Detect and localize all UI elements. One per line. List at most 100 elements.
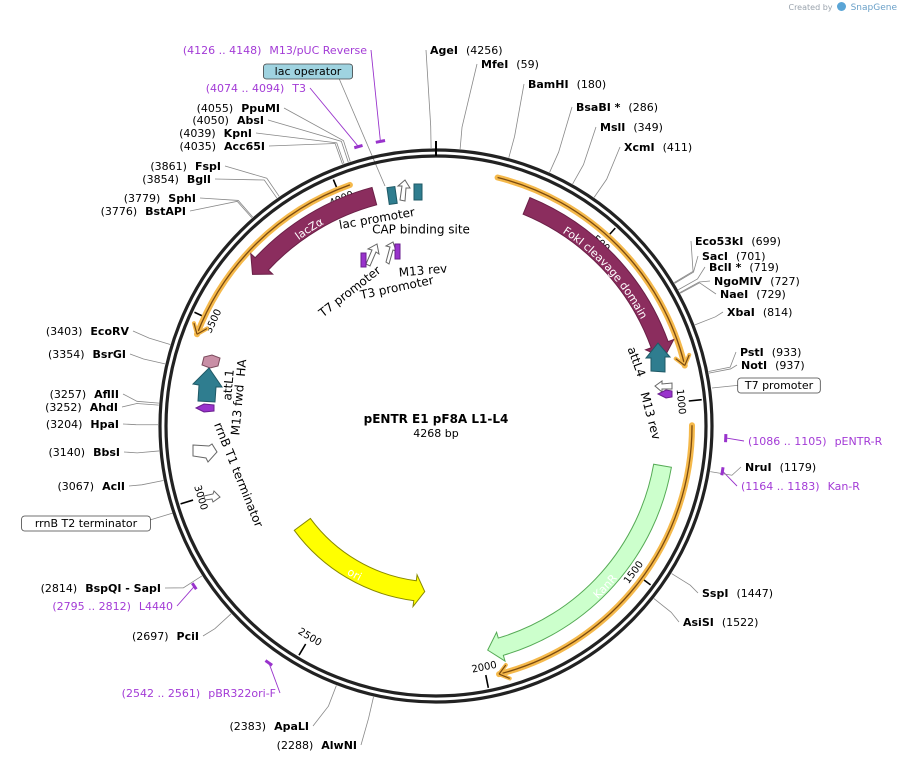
label-leader-lines — [121, 49, 745, 746]
enzyme-site-label: (3067)AclI — [58, 480, 125, 493]
lac-operator-mark — [386, 185, 398, 206]
enzyme-leader-line — [459, 63, 478, 150]
enzyme-position: (4039) — [179, 127, 216, 140]
enzyme-leader-line — [224, 165, 280, 197]
primer-label: (4126 .. 4148)M13/pUC Reverse — [183, 44, 367, 57]
enzyme-position: (729) — [756, 288, 786, 301]
enzyme-position: (3861) — [150, 160, 187, 173]
enzyme-site-label: (4055)PpuMI — [197, 102, 280, 115]
enzyme-leader-line — [268, 143, 343, 165]
enzyme-name: HpaI — [90, 418, 119, 431]
enzyme-position: (1522) — [722, 616, 759, 629]
enzyme-position: (2288) — [277, 739, 314, 752]
enzyme-position: (3854) — [142, 173, 179, 186]
enzyme-name: PciI — [177, 630, 199, 643]
enzyme-position: (937) — [775, 359, 805, 372]
enzyme-position: (411) — [663, 141, 693, 154]
plasmid-name: pENTR E1 pF8A L1-L4 — [364, 412, 509, 426]
primer-label: (4074 .. 4094) T3 — [206, 82, 306, 95]
enzyme-position: (180) — [577, 78, 607, 91]
enzyme-leader-line — [549, 106, 573, 173]
orange-highlight-core — [196, 184, 351, 335]
enzyme-leader-line — [708, 364, 738, 374]
enzyme-site-label: (3252)AhdI — [45, 401, 118, 414]
enzyme-name: ApaLI — [274, 720, 309, 733]
feature-label: CAP binding site — [372, 223, 470, 237]
feature-label: M13 fwd — [228, 384, 246, 436]
enzyme-position: (3257) — [50, 388, 87, 401]
feature-label: M13 rev — [398, 261, 448, 279]
primer-range: (4074 .. 4094) — [206, 82, 285, 95]
enzyme-site-label: BsaBI *(286) — [576, 101, 658, 114]
lac-promoter-arrow — [396, 179, 411, 202]
primer-name: Kan-R — [828, 480, 861, 493]
attl4-arrow — [644, 342, 672, 373]
enzyme-leader-line — [708, 351, 737, 372]
enzyme-site-label: Eco53kI(699) — [695, 235, 781, 248]
backbone-inner-ring — [164, 154, 708, 698]
primer-label: (1164 .. 1183)Kan-R — [741, 480, 860, 493]
enzyme-leader-line — [121, 403, 159, 408]
orange-arrowhead-core — [498, 664, 510, 680]
enzyme-leader-line — [312, 685, 337, 727]
enzyme-leader-line — [122, 423, 159, 426]
orange-highlight-core — [498, 425, 693, 675]
enzyme-site-label: (2288)AlwNI — [277, 739, 357, 752]
enzyme-site-label: (3204)HpaI — [46, 418, 119, 431]
enzyme-name: MfeI — [481, 58, 508, 71]
enzyme-position: (349) — [633, 121, 663, 134]
primer-label: (2795 .. 2812)L4440 — [52, 600, 173, 613]
enzyme-leader-line — [674, 255, 699, 284]
enzyme-position: (727) — [770, 275, 800, 288]
enzyme-name: EcoRV — [90, 325, 129, 338]
enzyme-position: (2814) — [41, 582, 78, 595]
enzyme-site-label: NruI (1179) — [745, 461, 816, 474]
enzyme-leader-line — [255, 132, 345, 164]
snapgene-logo-icon — [837, 2, 847, 11]
enzyme-name: Acc65I — [224, 140, 265, 153]
enzyme-name: AbsI — [237, 114, 264, 127]
primer-leader-line — [268, 662, 281, 694]
feature-label: HA — [234, 358, 250, 377]
enzyme-site-label: (4050)AbsI — [192, 114, 264, 127]
primer-leader-line — [725, 437, 745, 442]
enzyme-position: (1447) — [736, 587, 773, 600]
enzyme-leader-line — [572, 126, 597, 185]
enzyme-site-label: (4035)Acc65I — [179, 140, 265, 153]
enzyme-name: BspQI - SapI — [85, 582, 161, 595]
enzyme-site-label: (3257)AflII — [50, 388, 119, 401]
enzyme-position: (59) — [516, 58, 539, 71]
primer-label: (2542 .. 2561)pBR322ori-F — [122, 687, 276, 700]
enzyme-position: (1179) — [780, 461, 817, 474]
enzyme-site-label: AsiSI(1522) — [683, 616, 758, 629]
orange-highlight-arcs — [191, 174, 695, 681]
bp-tick — [688, 398, 702, 402]
enzyme-leader-line — [123, 450, 160, 454]
enzyme-site-label: (3779)SphI — [124, 192, 196, 205]
enzyme-name: AclI — [102, 480, 125, 493]
primer-name: T3 — [291, 82, 306, 95]
bp-tick-label: 1000 — [674, 389, 687, 415]
feature-box-label: T7 promoter — [744, 379, 814, 392]
enzyme-leader-line — [128, 480, 164, 487]
enzyme-leader-line — [199, 197, 254, 218]
credit-prefix: Created by — [788, 3, 833, 12]
enzyme-name: XcmI — [624, 141, 655, 154]
enzyme-position: (4256) — [466, 44, 503, 57]
rrnb-t2-terminator-arrow — [203, 490, 221, 503]
enzyme-leader-line — [679, 280, 711, 293]
enzyme-name: BglI — [187, 173, 211, 186]
enzyme-name: BbsI — [93, 446, 120, 459]
feature-arc-label: ori — [345, 565, 364, 583]
enzyme-site-label: (3140)BbsI — [49, 446, 120, 459]
snapgene-credit: Created by SnapGene — [788, 2, 897, 13]
primer-range: (2542 .. 2561) — [122, 687, 201, 700]
primer-label: (1086 .. 1105)pENTR-R — [748, 435, 883, 448]
cap-binding-site-mark — [413, 183, 423, 201]
enzyme-name: NruI — [745, 461, 772, 474]
enzyme-position: (699) — [751, 235, 781, 248]
orange-highlight-core — [497, 176, 686, 366]
enzyme-position: (3354) — [48, 348, 85, 361]
enzyme-leader-line — [680, 282, 717, 295]
